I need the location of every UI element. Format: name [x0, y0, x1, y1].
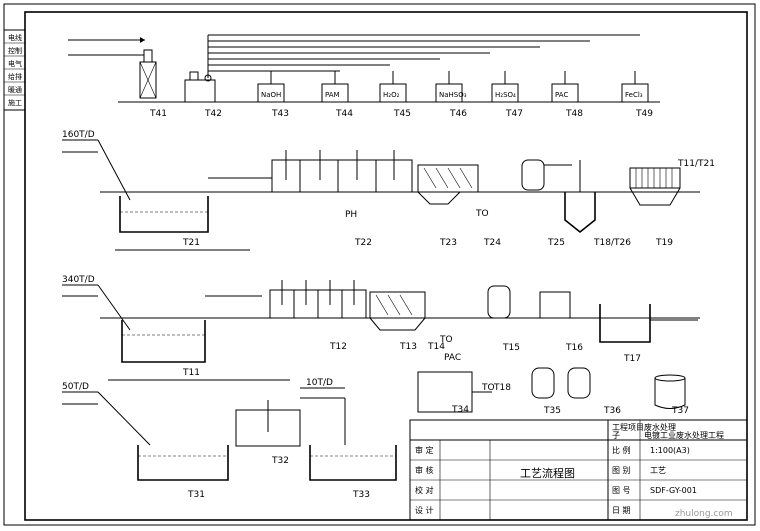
flow-10-label: 10T/D — [306, 378, 333, 388]
line-340td: 340T/D T11 T12 T13 TO T14 T15 T16 — [62, 275, 700, 381]
flow-50-label: 50T/D — [62, 382, 89, 392]
left-stamp-table: 电线 控制 电气 给排 暖通 施工 — [3, 29, 26, 111]
tank-t15-label: T15 — [502, 343, 520, 353]
tank-t41-label: T41 — [149, 109, 167, 119]
dosing-tank-id-5: T47 — [505, 109, 523, 119]
tank-t11t21-label: T11/T21 — [677, 159, 715, 169]
tank-t15 — [487, 285, 511, 319]
tank-t19 — [629, 167, 681, 189]
tank-t36 — [567, 367, 591, 399]
tank-t13-label: T13 — [399, 342, 417, 352]
tank-t34-label: T34 — [451, 405, 469, 415]
dosing-section: T41 T42 — [68, 34, 660, 119]
dosing-tank-id-2: T44 — [335, 109, 353, 119]
tb-k-4: 日 期 — [612, 506, 631, 515]
line-160td: 160T/D T21 PH T22 T23 TO T24 — [62, 130, 715, 251]
tank-t11-label: T11 — [182, 368, 200, 378]
tb-k-1: 比 例 — [612, 445, 631, 455]
tank-t34 — [417, 371, 473, 413]
tb-k-3: 图 号 — [612, 486, 631, 495]
dosing-tank-id-7: T49 — [635, 109, 653, 119]
stamp-row-3: 电气 — [8, 59, 22, 68]
tank-t22 — [271, 159, 413, 193]
flow-160-label: 160T/D — [62, 130, 95, 140]
tank-t17 — [599, 304, 651, 343]
tb-sub-label: 子 — [612, 431, 620, 440]
tb-left-3: 校 对 — [415, 485, 434, 495]
tb-k-2: 图 别 — [612, 466, 631, 475]
dosing-tank-tag-6: PAC — [555, 91, 568, 99]
dosing-tank-tag-7: FeCl₃ — [625, 91, 643, 99]
dosing-tank-id-3: T45 — [393, 109, 411, 119]
tank-t33-label: T33 — [352, 490, 370, 500]
dosing-tank-id-4: T46 — [449, 109, 467, 119]
tank-t24-label: T24 — [483, 238, 501, 248]
tank-t25-label: T25 — [547, 238, 565, 248]
tank-t18-label: T18 — [493, 383, 511, 393]
stamp-row-5: 暖通 — [8, 85, 22, 94]
tank-t25 — [564, 192, 596, 234]
tb-project-name: 废水处理 — [644, 422, 676, 432]
stamp-row-1: 电线 — [8, 33, 22, 42]
tank-t32-label: T32 — [271, 456, 289, 466]
ph-label: PH — [345, 210, 357, 220]
tank-t21-label: T21 — [182, 238, 200, 248]
tank-t16-label: T16 — [565, 343, 583, 353]
tank-t35-label: T35 — [543, 406, 561, 416]
tank-t13 — [369, 291, 426, 319]
tank-t21 — [119, 196, 209, 233]
dosing-tank-tag-3: H₂O₂ — [383, 91, 400, 99]
tank-t42 — [184, 79, 216, 103]
tank-t37 — [654, 378, 686, 409]
dosing-tank-tag-4: NaHSO₃ — [439, 91, 467, 99]
stamp-row-4: 给排 — [8, 72, 22, 81]
tb-v-1: 1:100(A3) — [650, 446, 690, 455]
tank-t31 — [137, 445, 229, 481]
dosing-tank-tag-5: H₂SO₄ — [495, 91, 516, 99]
pac-label: PAC — [444, 353, 461, 363]
tb-project-label: 工程项目 — [612, 423, 644, 432]
tb-sub-name: 电镀工业废水处理工程 — [644, 430, 724, 440]
to-label-3: TO — [481, 383, 495, 393]
dosing-tank-tag-1: NaOH — [261, 91, 281, 99]
tank-t37-label: T37 — [671, 406, 689, 416]
tank-t33 — [309, 445, 397, 481]
tb-left-2: 审 核 — [415, 465, 434, 475]
tank-t31-label: T31 — [187, 490, 205, 500]
tank-t19-label: T19 — [655, 238, 673, 248]
inner-frame — [24, 11, 748, 521]
title-block-main: 工艺流程图 — [520, 466, 575, 480]
tank-t36-label: T36 — [603, 406, 621, 416]
tank-t35 — [531, 367, 555, 399]
tb-v-2: 工艺 — [650, 466, 666, 475]
tank-t18t26-label: T18/T26 — [593, 238, 631, 248]
tank-t16 — [539, 291, 571, 319]
tank-t17-label: T17 — [623, 354, 641, 364]
watermark-text: zhulong.com — [675, 509, 733, 519]
to-label-1: TO — [475, 209, 489, 219]
dosing-tank-id-1: T43 — [271, 109, 289, 119]
stamp-row-6: 施工 — [8, 98, 22, 107]
to-label-2: TO — [439, 335, 453, 345]
stamp-row-2: 控制 — [8, 46, 22, 55]
dosing-tank-id-6: T48 — [565, 109, 583, 119]
title-block: 工艺流程图 审 定 审 核 校 对 设 计 工程项目 子 废水处理 电镀工业废水… — [409, 419, 748, 521]
tank-t42-label: T42 — [204, 109, 222, 119]
tank-t11 — [121, 320, 206, 363]
dosing-tanks: NaOH T43 PAM T44 H₂O₂ T45 NaHSO₃ T46 H₂SO₄ T47 PAC… — [257, 71, 653, 119]
tb-left-4: 设 计 — [415, 505, 434, 515]
tank-t12-label: T12 — [329, 342, 347, 352]
tank-t24 — [521, 159, 545, 191]
flow-340-label: 340T/D — [62, 275, 95, 285]
dosing-tank-tag-2: PAM — [325, 91, 340, 99]
tank-t23-label: T23 — [439, 238, 457, 248]
tank-t22-label: T22 — [354, 238, 372, 248]
tank-t14-label: T14 — [427, 342, 445, 352]
outer-frame — [3, 3, 756, 526]
tb-v-3: SDF-GY-001 — [650, 486, 697, 495]
tb-left-1: 审 定 — [415, 445, 434, 455]
line-50td: 50T/D T31 T32 10T/D T33 T34 PAC TO T18 T… — [62, 353, 689, 500]
